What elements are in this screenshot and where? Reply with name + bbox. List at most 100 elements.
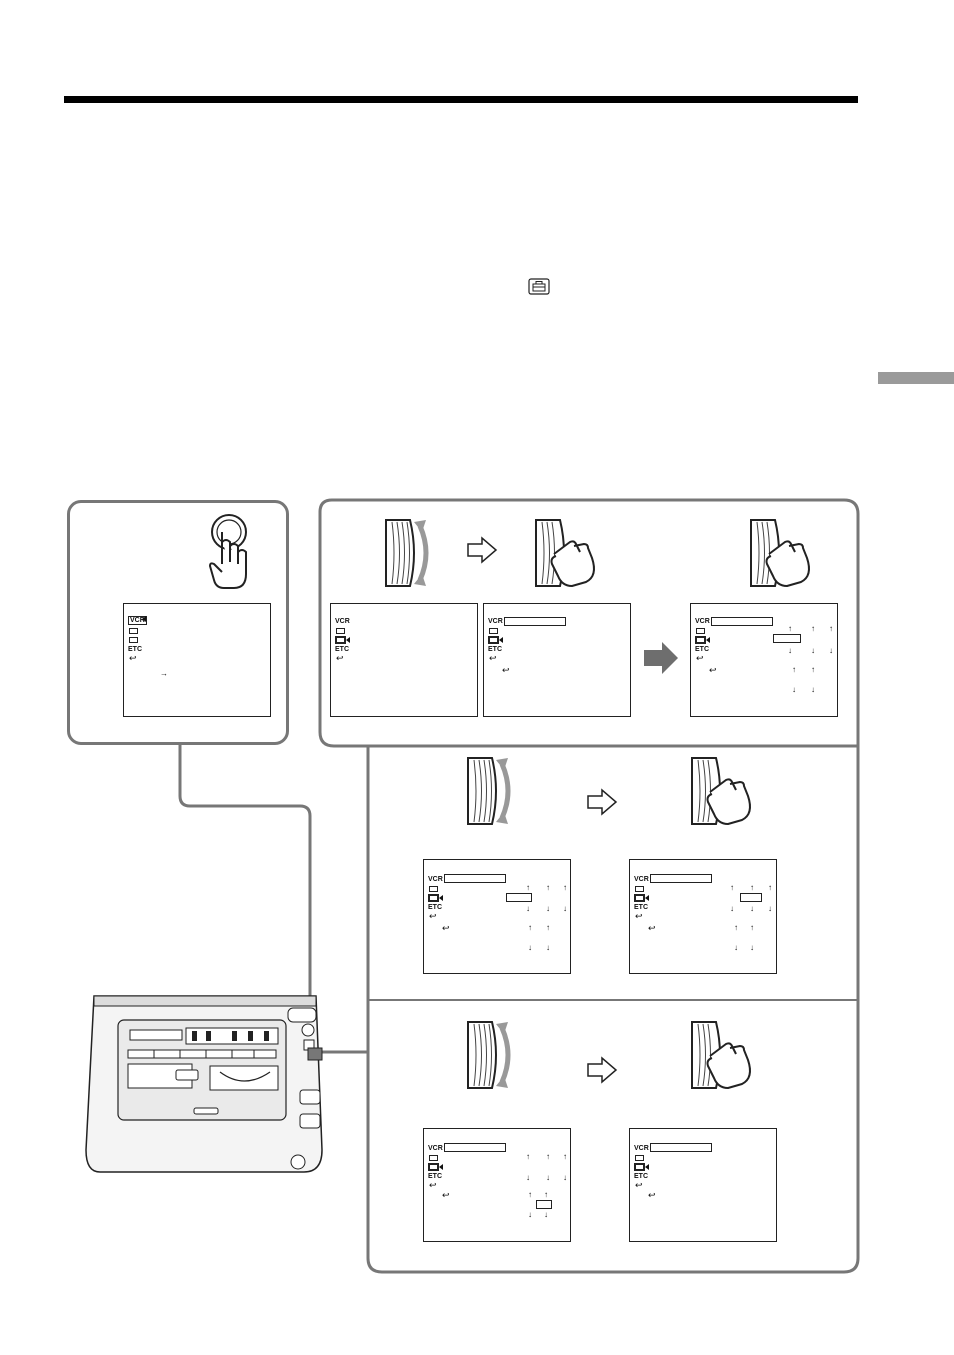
menu-vcr-label: VCR: [128, 616, 147, 625]
down-arrow-icon: ↓: [750, 904, 754, 913]
down-arrow-icon: ↓: [528, 943, 532, 952]
menu-pointer: [706, 637, 710, 643]
menu-screen: VCR ETC ↩ ↩: [483, 603, 631, 717]
up-arrow-icon: ↑: [734, 923, 738, 932]
down-arrow-icon: ↓: [526, 1173, 530, 1182]
menu-tape-icon: [696, 628, 705, 634]
menu-etc-label: ETC: [634, 1173, 648, 1180]
down-arrow-icon: ↓: [546, 943, 550, 952]
menu-vcr-label: VCR: [428, 876, 443, 883]
menu-etc-label: ETC: [428, 904, 442, 911]
selected-value-box: [536, 1200, 552, 1209]
menu-tape-icon: [429, 1155, 438, 1161]
menu-pointer: [439, 895, 443, 901]
down-arrow-icon: ↓: [788, 646, 792, 655]
menu-vcr-label: VCR: [488, 618, 503, 625]
menu-toolbox-icon: [129, 637, 138, 643]
up-arrow-icon: ↑: [811, 624, 815, 633]
menu-title-box: [444, 874, 506, 883]
menu-pointer: [142, 616, 146, 622]
menu-tape-icon: [489, 628, 498, 634]
right-arrow-icon: →: [160, 669, 168, 678]
up-arrow-icon: ↑: [792, 665, 796, 674]
return-icon: ↩: [696, 653, 704, 663]
down-arrow-icon: ↓: [734, 943, 738, 952]
outline-right-arrow-icon: [467, 536, 498, 564]
vcr-device-illustration: [85, 995, 323, 1173]
menu-toolbox-icon: [429, 1164, 438, 1170]
menu-screen: VCR ETC ↩: [330, 603, 478, 717]
return-icon: ↩: [648, 923, 656, 933]
filled-right-arrow-icon: [644, 642, 678, 674]
menu-tape-icon: [429, 886, 438, 892]
return-icon: ↩: [442, 923, 450, 933]
menu-toolbox-icon: [336, 637, 345, 643]
up-arrow-icon: ↑: [563, 1152, 567, 1161]
outline-right-arrow-icon: [587, 1056, 618, 1084]
down-arrow-icon: ↓: [792, 685, 796, 694]
menu-vcr-label: VCR: [428, 1145, 443, 1152]
up-arrow-icon: ↑: [526, 883, 530, 892]
up-arrow-icon: ↑: [544, 1190, 548, 1199]
jog-dial-icon: [467, 757, 511, 825]
up-arrow-icon: ↑: [750, 923, 754, 932]
round-button-icon: [209, 514, 247, 589]
menu-screen: VCR ETC ↩ ↩ ↑ ↑ ↑ ↓ ↓ ↓ ↑ ↑ ↓ ↓: [423, 859, 571, 974]
return-icon: ↩: [489, 653, 497, 663]
down-arrow-icon: ↓: [829, 646, 833, 655]
section-tab: [878, 372, 954, 384]
up-arrow-icon: ↑: [829, 624, 833, 633]
menu-tape-icon: [635, 1155, 644, 1161]
up-arrow-icon: ↑: [811, 665, 815, 674]
menu-vcr-label: VCR: [695, 618, 710, 625]
menu-etc-label: ETC: [428, 1173, 442, 1180]
down-arrow-icon: ↓: [563, 1173, 567, 1182]
down-arrow-icon: ↓: [546, 1173, 550, 1182]
menu-title-box: [650, 874, 712, 883]
menu-toolbox-icon: [429, 895, 438, 901]
menu-pointer: [645, 1164, 649, 1170]
selected-value-box: [740, 893, 762, 902]
menu-etc-label: ETC: [335, 646, 349, 653]
pressing-hand-icon: [535, 519, 595, 587]
return-icon: ↩: [635, 1180, 643, 1190]
step-1-panel: [67, 500, 289, 745]
menu-title-box: [711, 617, 773, 626]
down-arrow-icon: ↓: [563, 904, 567, 913]
menu-vcr-label: VCR: [335, 618, 350, 625]
selected-value-box: [773, 634, 801, 643]
menu-screen: VCR ETC ↩ →: [123, 603, 271, 717]
up-arrow-icon: ↑: [526, 1152, 530, 1161]
return-icon: ↩: [429, 1180, 437, 1190]
down-arrow-icon: ↓: [768, 904, 772, 913]
up-arrow-icon: ↑: [730, 883, 734, 892]
menu-toolbox-icon: [635, 1164, 644, 1170]
menu-vcr-label: VCR: [634, 1145, 649, 1152]
down-arrow-icon: ↓: [750, 943, 754, 952]
up-arrow-icon: ↑: [750, 883, 754, 892]
selected-value-box: [506, 893, 532, 902]
menu-pointer: [499, 637, 503, 643]
return-icon: ↩: [336, 653, 344, 663]
menu-screen: VCR ETC ↩ ↩ ↑ ↑ ↑ ↓ ↓ ↓ ↑ ↑ ↓ ↓: [690, 603, 838, 717]
menu-title-box: [650, 1143, 712, 1152]
menu-toolbox-icon: [635, 895, 644, 901]
down-arrow-icon: ↓: [811, 685, 815, 694]
down-arrow-icon: ↓: [526, 904, 530, 913]
menu-tape-icon: [635, 886, 644, 892]
return-icon: ↩: [442, 1190, 450, 1200]
menu-tape-icon: [336, 628, 345, 634]
menu-toolbox-icon: [489, 637, 498, 643]
menu-title-box: [504, 617, 566, 626]
down-arrow-icon: ↓: [811, 646, 815, 655]
return-icon: ↩: [129, 653, 137, 663]
return-icon: ↩: [429, 911, 437, 921]
return-icon: ↩: [648, 1190, 656, 1200]
up-arrow-icon: ↑: [546, 1152, 550, 1161]
menu-screen: VCR ETC ↩ ↩ ↑ ↑ ↑ ↓ ↓ ↓ ↑ ↑ ↓ ↓: [629, 859, 777, 974]
return-icon: ↩: [709, 665, 717, 675]
menu-toolbox-icon: [696, 637, 705, 643]
return-icon: ↩: [502, 665, 510, 675]
